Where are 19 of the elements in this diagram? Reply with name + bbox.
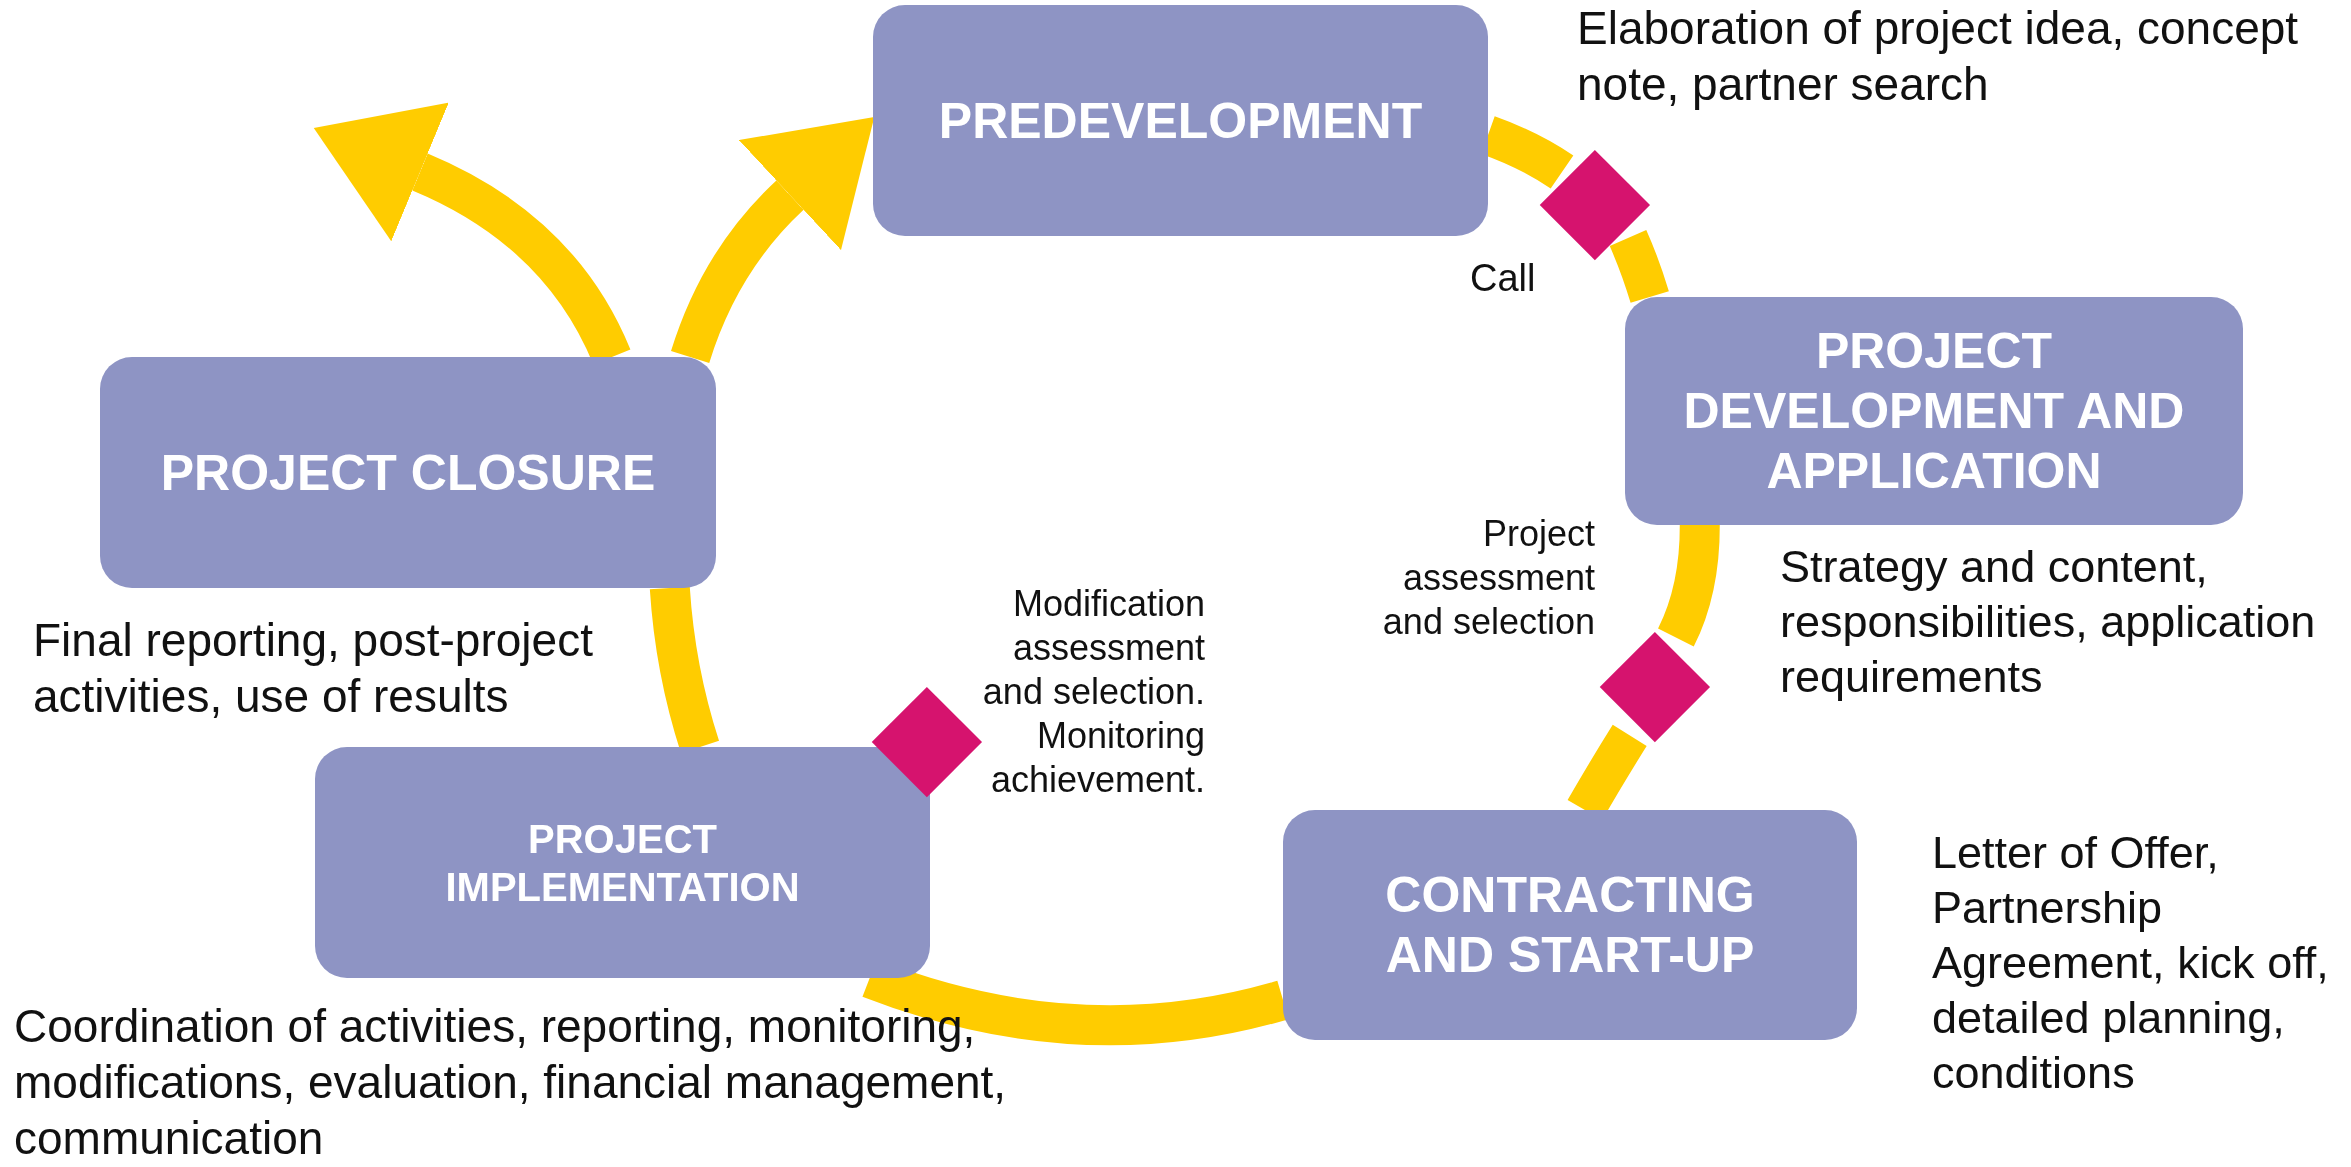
stage-title: PROJECT CLOSURE xyxy=(160,443,656,503)
stage-description: Elaboration of project idea, concept note, partner search xyxy=(1577,1,2300,113)
stage-box xyxy=(315,747,930,978)
stage-description: Call xyxy=(1470,256,1537,301)
stage-title: CONTRACTING AND START-UP xyxy=(1384,866,1756,985)
stage-title: PREDEVELOPMENT xyxy=(938,91,1423,151)
stage-description: Final reporting, post-project activities, use of results xyxy=(33,613,594,725)
stage-box xyxy=(1283,810,1857,1040)
stage-description: Strategy and content, responsibilities, application requirements xyxy=(1780,540,2317,704)
stage-title: PROJECT DEVELOPMENT AND APPLICATION xyxy=(1682,322,2186,501)
stage-description: Letter of Offer, Partnership Agreement, kick off, detailed planning, conditions xyxy=(1932,826,2330,1100)
stage-box xyxy=(100,357,716,588)
stage-box xyxy=(873,5,1488,236)
stage-title: PROJECT IMPLEMENTATION xyxy=(444,815,801,911)
cycle-arrow xyxy=(671,115,873,364)
stage-box xyxy=(1625,297,2243,525)
stage-description: Coordination of activities, reporting, monitoring, modifications, evaluation, financial management, communication xyxy=(14,999,1008,1167)
stage-description: Modification assessment and selection. Monitoring achievement. xyxy=(981,582,1205,802)
stage-description: Project assessment and selection xyxy=(1381,512,1595,644)
